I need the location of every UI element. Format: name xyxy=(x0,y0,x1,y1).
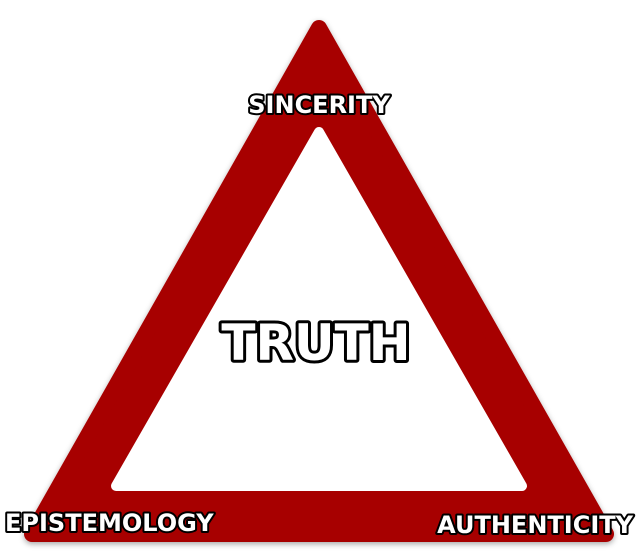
label-authenticity: AUTHENTICITY xyxy=(437,511,633,539)
label-truth: TRUTH xyxy=(221,314,410,372)
label-epistemology: EPISTEMOLOGY xyxy=(5,509,214,537)
triangle-inner xyxy=(111,127,527,491)
label-sincerity: SINCERITY xyxy=(248,91,390,119)
